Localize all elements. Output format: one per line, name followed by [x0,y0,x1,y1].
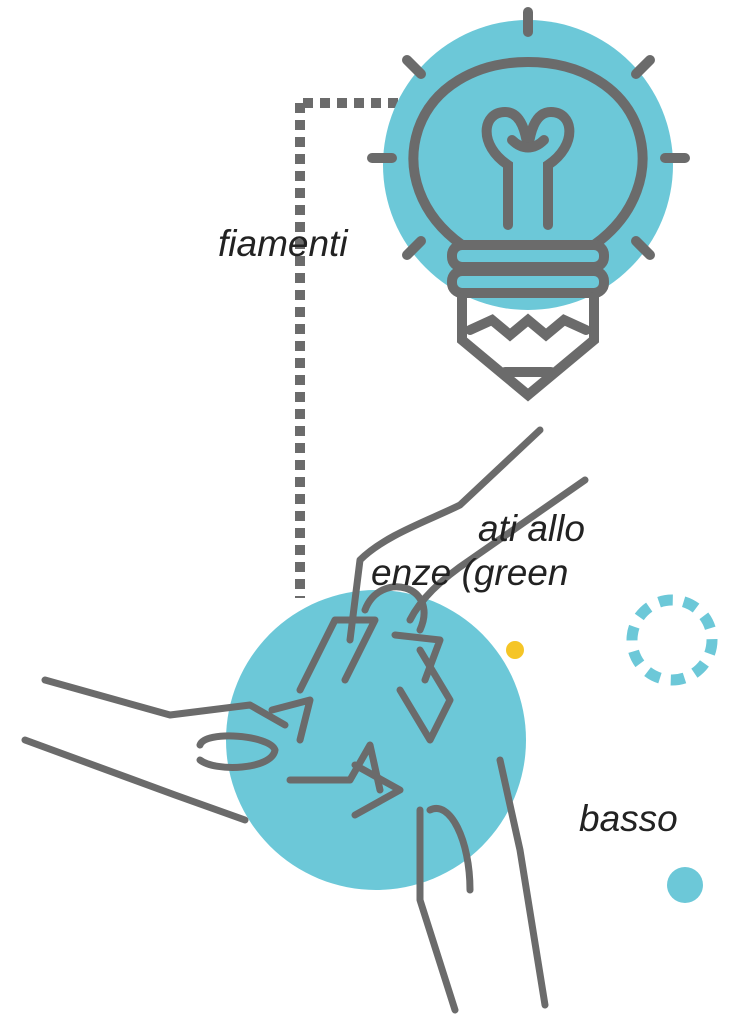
yellow-dot [506,641,524,659]
teal-dot [667,867,703,903]
text-fragment-1: fiamenti [218,223,348,264]
text-fragment-3: enze (green [371,552,569,593]
dotted-connector [295,98,398,598]
dashed-circle-decoration [626,594,718,686]
lightbulb-pencil-icon [367,7,690,402]
text-fragment-4: basso [579,798,678,839]
text-fragment-2: ati allo [478,508,585,549]
recycle-hands-icon [21,426,589,1014]
